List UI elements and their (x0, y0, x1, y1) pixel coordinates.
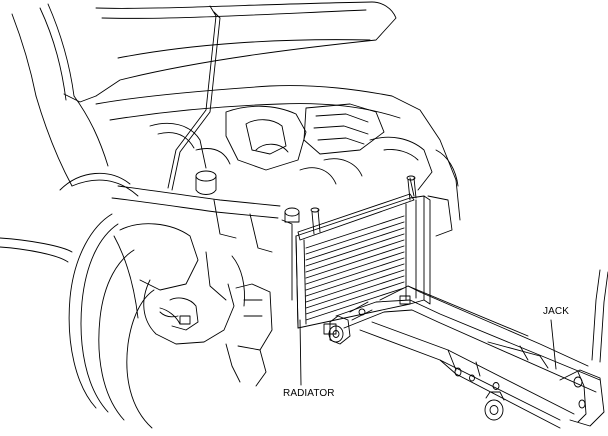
car-body (0, 3, 109, 263)
front-wheel (59, 172, 155, 429)
engine-bay (95, 85, 461, 387)
leader-lines (299, 319, 557, 386)
radiator-leader-line (299, 319, 302, 386)
radiator (295, 175, 431, 335)
radiator-label: RADIATOR (283, 388, 335, 399)
hood (63, 1, 397, 191)
jack-label: JACK (543, 306, 569, 317)
jack-leader-line (550, 319, 557, 370)
jack (328, 269, 608, 429)
